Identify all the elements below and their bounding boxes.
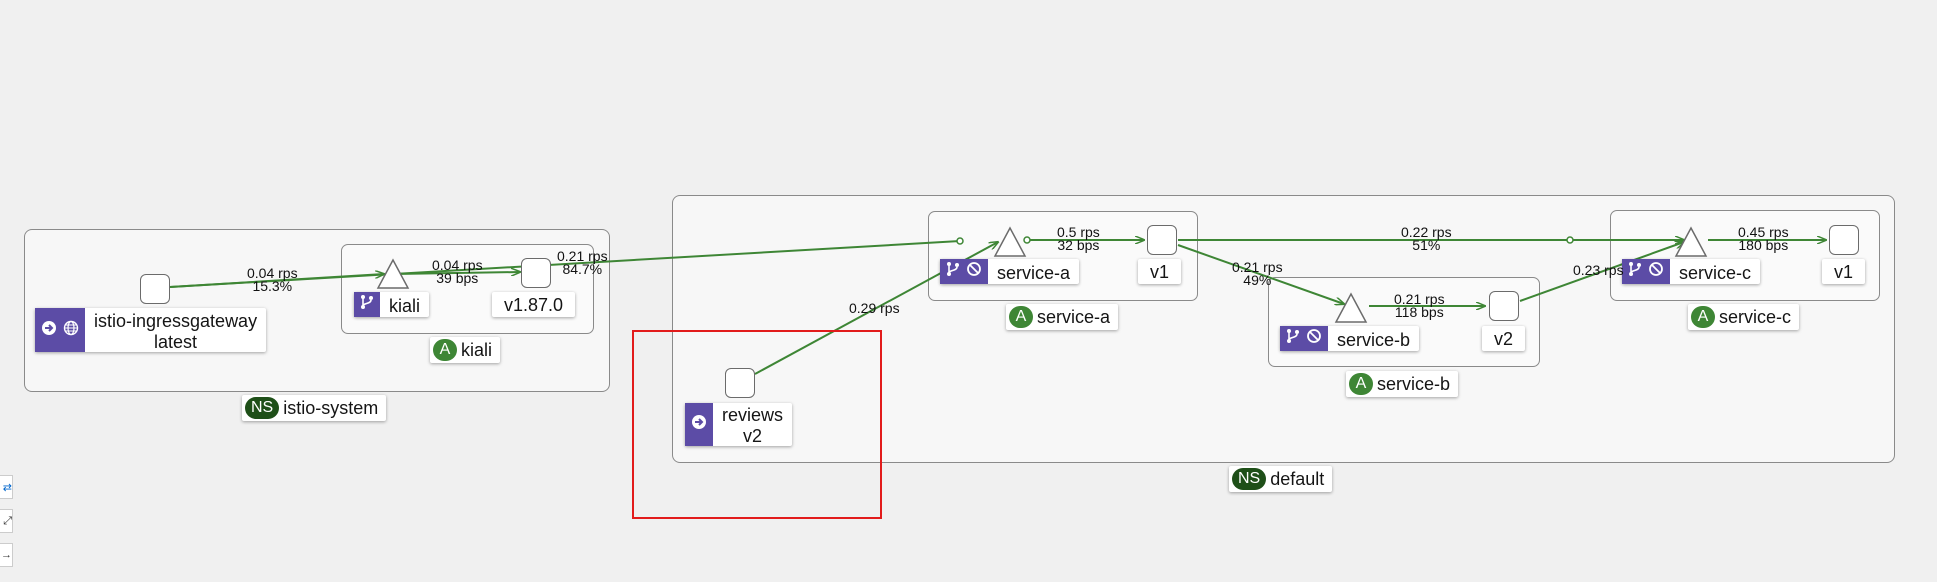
service-c-service-node[interactable] — [1674, 226, 1708, 258]
kiali-service-label[interactable]: kiali — [354, 292, 430, 317]
namespace-label-default[interactable]: NS default — [1229, 466, 1333, 492]
ingress-node-label[interactable]: istio-ingressgateway latest — [35, 308, 267, 352]
kiali-v1870-node[interactable] — [521, 258, 551, 288]
app-name: kiali — [461, 339, 493, 360]
ban-icon — [966, 261, 982, 282]
edge-hop-dot — [956, 237, 964, 245]
service-a-version-label[interactable]: v1 — [1138, 259, 1182, 284]
globe-icon — [63, 320, 79, 341]
namespace-label-istio-system[interactable]: NS istio-system — [242, 395, 387, 421]
service-a-version-text: v1 — [1150, 262, 1170, 282]
service-a-service-label[interactable]: service-a — [940, 259, 1080, 284]
namespace-name: default — [1270, 468, 1325, 489]
ingress-name: istio-ingressgateway — [94, 311, 258, 331]
app-badge: A — [1691, 306, 1715, 328]
namespace-badge: NS — [245, 397, 280, 419]
kiali-version-text: v1.87.0 — [504, 295, 564, 315]
service-a-v1-node[interactable] — [1147, 225, 1177, 255]
branch-icon — [360, 294, 374, 315]
service-b-service-node[interactable] — [1334, 292, 1368, 324]
service-a-service-name: service-a — [997, 263, 1071, 283]
edge-hop-dot — [1023, 236, 1031, 244]
reviews-v2-node[interactable] — [725, 368, 755, 398]
app-box-kiali — [341, 244, 594, 334]
layout-icon[interactable]: ⇄ — [0, 475, 13, 499]
app-label-service-a[interactable]: A service-a — [1006, 304, 1119, 330]
app-name: service-b — [1377, 373, 1451, 394]
app-badge: A — [433, 339, 457, 361]
service-c-version-text: v1 — [1834, 262, 1854, 282]
service-b-service-name: service-b — [1337, 330, 1411, 350]
reviews-name: reviews — [722, 405, 784, 425]
app-badge: A — [1349, 373, 1373, 395]
arrow-circle-icon — [41, 320, 57, 341]
app-name: service-c — [1719, 306, 1792, 327]
app-label-service-b[interactable]: A service-b — [1346, 371, 1459, 397]
edge-label-v2-to-service-c: 0.23 rps — [1573, 262, 1624, 278]
namespace-badge: NS — [1232, 468, 1267, 490]
service-c-v1-node[interactable] — [1829, 225, 1859, 255]
app-badge: A — [1009, 306, 1033, 328]
kiali-version-label[interactable]: v1.87.0 — [492, 292, 576, 317]
app-name: service-a — [1037, 306, 1111, 327]
reviews-version: v2 — [743, 425, 763, 446]
branch-icon — [946, 261, 960, 282]
expand-icon[interactable]: ⤢ — [0, 509, 13, 533]
ban-icon — [1648, 261, 1664, 282]
ingress-node[interactable] — [140, 274, 170, 304]
service-b-version-text: v2 — [1494, 329, 1514, 349]
app-label-kiali[interactable]: A kiali — [430, 337, 501, 363]
reviews-node-label[interactable]: reviews v2 — [685, 403, 793, 446]
edge-label-reviews-to-service-a: 0.29 rps — [849, 300, 900, 316]
kiali-service-node[interactable] — [376, 258, 410, 290]
edge-hop-dot — [1566, 236, 1574, 244]
service-a-service-node[interactable] — [993, 226, 1027, 258]
kiali-service-name: kiali — [389, 296, 421, 316]
service-c-version-label[interactable]: v1 — [1822, 259, 1866, 284]
edge-ingress-to-service-a[interactable] — [169, 240, 961, 288]
edge-v2-to-service-c[interactable] — [1519, 242, 1684, 302]
service-b-v2-node[interactable] — [1489, 291, 1519, 321]
namespace-name: istio-system — [283, 397, 379, 418]
edge-v1-to-service-b[interactable] — [1177, 244, 1344, 304]
service-b-version-label[interactable]: v2 — [1482, 326, 1526, 351]
highlight-rectangle — [632, 330, 882, 519]
service-c-service-name: service-c — [1679, 263, 1752, 283]
arrow-circle-icon — [691, 414, 707, 435]
service-c-service-label[interactable]: service-c — [1622, 259, 1761, 284]
app-label-service-c[interactable]: A service-c — [1688, 304, 1800, 330]
service-b-service-label[interactable]: service-b — [1280, 326, 1420, 351]
branch-icon — [1286, 328, 1300, 349]
branch-icon — [1628, 261, 1642, 282]
ingress-version: latest — [154, 331, 198, 352]
ban-icon — [1306, 328, 1322, 349]
arrow-right-icon[interactable]: → — [0, 543, 13, 567]
